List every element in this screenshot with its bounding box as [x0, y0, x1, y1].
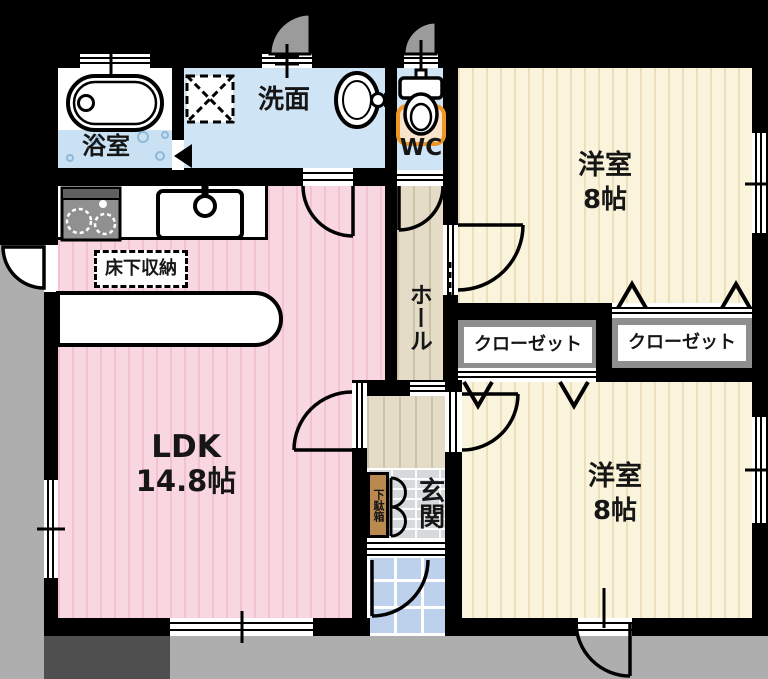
closet-right-label: クローゼット [628, 332, 736, 354]
entrance-step [367, 540, 445, 558]
wall [172, 66, 184, 140]
shoe-cabinet-label: 下駄箱 [372, 488, 385, 522]
floor-entrance-hall [367, 396, 445, 468]
wall [150, 54, 263, 68]
door-track-washroom-north [262, 54, 312, 68]
wall [44, 168, 303, 186]
wall [312, 54, 404, 68]
door-gap-service [44, 245, 58, 292]
floor-porch [367, 558, 445, 636]
wall [352, 448, 367, 618]
bedroom-bottom-size: 8帖 [592, 496, 638, 526]
washroom-label: 洗面 [257, 85, 310, 115]
bedroom-top-size: 8帖 [582, 185, 628, 215]
wall [458, 303, 596, 320]
window-bedroom-top-east [752, 133, 766, 233]
wall [44, 54, 58, 245]
underfloor-storage: 床下収納 [94, 250, 188, 288]
door-track-wc-north [404, 54, 438, 68]
door-track-bedroom-bottom-south [578, 618, 632, 636]
ldk-size: 14.8帖 [135, 464, 237, 498]
wall [0, 168, 44, 245]
walkway-left [0, 245, 44, 679]
door-gap-bathroom [172, 140, 184, 170]
closet-left-label-box: クローゼット [464, 327, 592, 363]
door-track-bedroom-top [443, 225, 458, 295]
wall [445, 380, 462, 392]
ldk-label: LDK [151, 429, 221, 465]
door-track-bedroom-bottom [445, 392, 462, 452]
floor-ldk-extension [352, 186, 385, 380]
wall [596, 303, 612, 382]
bedroom-top-label: 洋室 [578, 150, 632, 181]
wall [752, 54, 766, 133]
wall [752, 523, 766, 636]
bedroom-bottom-label: 洋室 [588, 461, 642, 492]
floor-washroom [184, 68, 385, 168]
closet-left-door-track [458, 368, 596, 382]
wc-label: WC [399, 135, 443, 161]
wall [445, 618, 578, 636]
wall [438, 54, 760, 68]
wall [445, 452, 462, 618]
closet-right-door-track [612, 303, 752, 318]
door-track-ldk-entrance [352, 383, 367, 448]
bathroom-label: 浴室 [82, 132, 130, 160]
underfloor-storage-label: 床下収納 [105, 258, 177, 280]
door-track-wc-hall [397, 170, 443, 186]
hall-label: ホール [405, 282, 432, 352]
wall [313, 618, 370, 636]
wall [612, 368, 752, 382]
wall [367, 380, 410, 396]
window-bathroom-north [80, 54, 150, 68]
wall [44, 292, 58, 480]
window-bedroom-bottom-east [752, 417, 766, 523]
wall [443, 295, 458, 382]
wall [752, 233, 766, 417]
wall [385, 54, 397, 383]
door-track-hall-entrance [410, 382, 445, 396]
closet-left-label: クローゼット [474, 334, 582, 356]
floor-bathroom-wet [58, 130, 172, 170]
door-track-washroom-ldk [303, 168, 353, 186]
walkway-dark-block [44, 636, 170, 679]
window-ldk-west [44, 480, 58, 578]
wall [44, 618, 170, 636]
window-ldk-south [170, 618, 313, 636]
wall [632, 618, 760, 636]
wall [443, 54, 458, 225]
entrance-label: 玄関 [414, 477, 445, 529]
kitchen-counter [58, 186, 268, 240]
closet-right-label-box: クローゼット [618, 325, 746, 361]
shoe-cabinet: 下駄箱 [367, 472, 389, 538]
